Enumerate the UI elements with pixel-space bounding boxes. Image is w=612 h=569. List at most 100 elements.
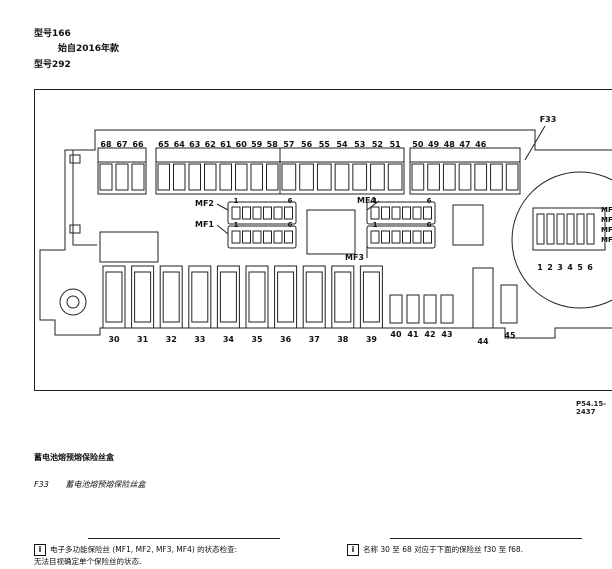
bottom-fuse bbox=[359, 265, 383, 329]
mf-pin-6-label: 6 bbox=[288, 197, 293, 205]
fuse-label-60: 60 bbox=[236, 140, 248, 149]
top-fuse-group bbox=[155, 147, 281, 195]
fuse-label-56: 56 bbox=[301, 140, 313, 149]
top-fuse-slot bbox=[370, 163, 385, 191]
mf-pin bbox=[402, 206, 411, 220]
mf-pin bbox=[273, 230, 283, 244]
fuse-label-62: 62 bbox=[205, 140, 216, 149]
mf-pin bbox=[381, 230, 390, 244]
top-fuse-slot bbox=[299, 163, 314, 191]
detail-pin bbox=[556, 213, 565, 245]
bottom-fuse bbox=[102, 265, 126, 329]
detail-connector bbox=[532, 207, 606, 251]
fuse-label-43: 43 bbox=[441, 330, 452, 339]
right-note-rule bbox=[390, 538, 582, 539]
mf-pin bbox=[423, 206, 432, 220]
left-note-rule bbox=[88, 538, 280, 539]
small-fuse bbox=[440, 294, 454, 324]
fuse-label-34: 34 bbox=[223, 335, 235, 344]
housing-outline bbox=[39, 129, 612, 339]
mf-pin bbox=[391, 230, 401, 244]
mf-pin bbox=[391, 206, 401, 220]
housing-edge bbox=[72, 150, 97, 246]
fuse-label-55: 55 bbox=[319, 140, 331, 149]
model-label-2: 型号292 bbox=[34, 60, 71, 70]
fuse-label-65: 65 bbox=[158, 140, 170, 149]
fuse-label-46: 46 bbox=[475, 140, 487, 149]
top-fuse-slot bbox=[458, 163, 472, 191]
mf-pin bbox=[381, 206, 390, 220]
detail-pin-label: 1 bbox=[537, 263, 543, 272]
legend-text: 蓄电池熔预熔保险丝盒 bbox=[65, 480, 146, 489]
mf-pin bbox=[252, 206, 262, 220]
bottom-fuse-inner bbox=[105, 271, 123, 323]
housing-tab bbox=[69, 154, 81, 164]
top-fuse-slot bbox=[188, 163, 201, 191]
small-fuse bbox=[406, 294, 420, 324]
top-fuse-slot bbox=[281, 163, 297, 191]
mf-pin bbox=[370, 230, 380, 244]
small-fuse bbox=[423, 294, 437, 324]
model-label-1: 型号166 bbox=[34, 29, 71, 39]
detail-pin-label: 5 bbox=[577, 263, 583, 272]
top-fuse-slot bbox=[235, 163, 248, 191]
terminal-circle bbox=[59, 288, 87, 316]
fuse-label-58: 58 bbox=[267, 140, 279, 149]
fuse-label-45: 45 bbox=[504, 331, 516, 340]
fuse-45 bbox=[500, 284, 518, 324]
bottom-fuse bbox=[216, 265, 240, 329]
detail-pin bbox=[536, 213, 545, 245]
fuse-44 bbox=[472, 267, 494, 329]
detail-pin-label: 6 bbox=[587, 263, 593, 272]
detail-pin-label: 3 bbox=[557, 263, 563, 272]
mf-pin-1-label: 1 bbox=[234, 197, 239, 205]
fuse-label-40: 40 bbox=[390, 330, 402, 339]
mf-pin-1-label: 1 bbox=[373, 197, 378, 205]
top-fuse-group bbox=[279, 147, 405, 195]
fuse-label-51: 51 bbox=[390, 140, 402, 149]
relay-box bbox=[452, 204, 484, 246]
mf-connector bbox=[227, 201, 297, 225]
top-fuse-slot bbox=[505, 163, 519, 191]
detail-mf-label: MF bbox=[601, 226, 612, 234]
f33-leader bbox=[524, 125, 546, 161]
fuse-label-61: 61 bbox=[220, 140, 232, 149]
mf-pin bbox=[231, 206, 241, 220]
detail-mf-label: MF bbox=[601, 216, 612, 224]
top-fuse-slot bbox=[204, 163, 217, 191]
relay-box bbox=[99, 231, 159, 263]
f33-label: F33 bbox=[540, 115, 557, 124]
left-note-line2: 无法目视确定单个保险丝的状态. bbox=[34, 557, 142, 566]
detail-mf-label: MF bbox=[601, 206, 612, 214]
mf-label-mf3: MF3 bbox=[345, 253, 364, 262]
bottom-fuse bbox=[331, 265, 355, 329]
bottom-fuse-inner bbox=[248, 271, 266, 323]
mf-pin bbox=[242, 230, 251, 244]
bottom-fuse-inner bbox=[134, 271, 152, 323]
fuse-label-50: 50 bbox=[412, 140, 424, 149]
fuse-label-38: 38 bbox=[337, 335, 349, 344]
bottom-fuse bbox=[131, 265, 155, 329]
bottom-fuse-inner bbox=[277, 271, 295, 323]
mf-label-mf1: MF1 bbox=[195, 220, 214, 229]
mf-pin-1-label: 1 bbox=[373, 221, 378, 229]
fuse-label-42: 42 bbox=[424, 330, 435, 339]
top-fuse-slot bbox=[411, 163, 425, 191]
mf-pin bbox=[402, 230, 411, 244]
bottom-fuse bbox=[274, 265, 298, 329]
figure-caption: 蓄电池熔预熔保险丝盒 bbox=[34, 453, 114, 462]
model-year-label: 始自2016年款 bbox=[58, 44, 120, 54]
bottom-fuse bbox=[188, 265, 212, 329]
top-fuse-slot bbox=[131, 163, 145, 191]
mf-pin bbox=[284, 206, 293, 220]
fuse-label-59: 59 bbox=[251, 140, 263, 149]
mf-pin-6-label: 6 bbox=[427, 221, 432, 229]
mf-leader bbox=[216, 224, 229, 235]
fuse-label-39: 39 bbox=[366, 335, 378, 344]
top-fuse-slot bbox=[352, 163, 368, 191]
mf-leader bbox=[366, 200, 380, 211]
fuse-label-32: 32 bbox=[166, 335, 177, 344]
mf-pin-1-label: 1 bbox=[234, 221, 239, 229]
fuse-label-30: 30 bbox=[108, 335, 120, 344]
